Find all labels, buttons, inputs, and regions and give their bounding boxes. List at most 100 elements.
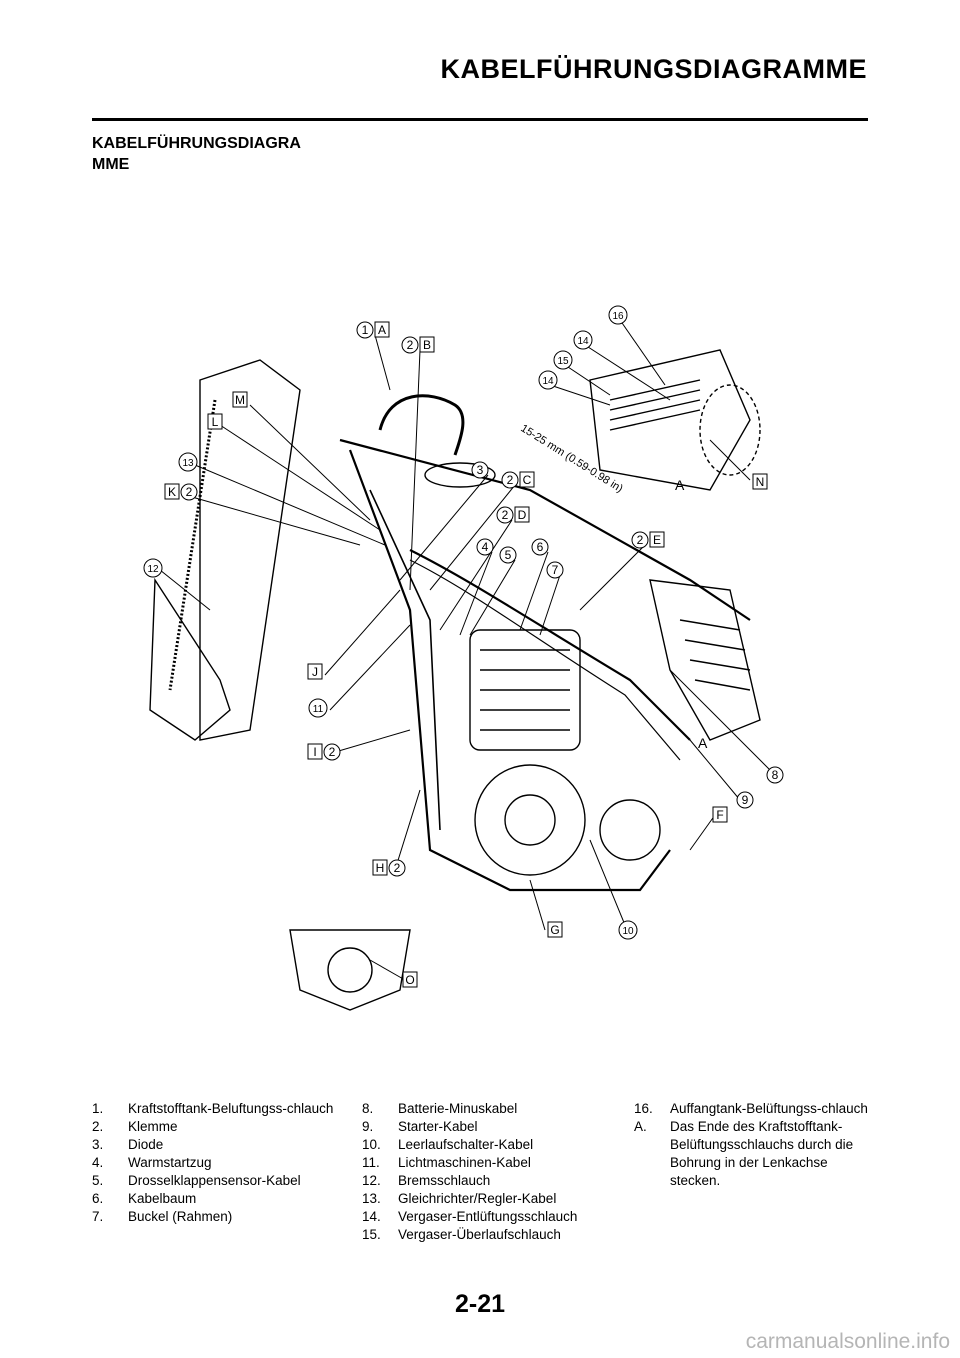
- callout-number-circle: [323, 743, 341, 761]
- legend-item: 12.Bremsschlauch: [362, 1172, 612, 1190]
- callout-marker: L: [207, 413, 223, 430]
- callout-number-circle: [501, 471, 519, 489]
- legend-item-number: 10.: [362, 1137, 381, 1152]
- header-title: KABELFÜHRUNGSDIAGRAMME: [440, 54, 867, 84]
- callout-number: 2: [186, 485, 193, 499]
- callout-letter-box: [712, 806, 728, 823]
- callout-letter-box: [232, 391, 248, 408]
- callout-marker: 5: [499, 546, 517, 564]
- callout-marker: 14: [538, 370, 558, 390]
- callout-letter: G: [550, 923, 559, 937]
- callout-marker: 6: [531, 538, 549, 556]
- detail-marker-letter: A: [675, 477, 685, 493]
- callout-number: 14: [577, 336, 589, 347]
- callout-number: 7: [552, 563, 559, 577]
- vent-hose: [378, 394, 465, 456]
- legend-item: 2.Klemme: [92, 1118, 342, 1136]
- callout-number-circle: [180, 483, 198, 501]
- boot: [424, 462, 496, 488]
- callout-letter-box: [514, 506, 530, 523]
- callout-letter-box: [207, 413, 223, 430]
- callout-letter-box: [649, 531, 665, 548]
- callout-letter: K: [168, 485, 176, 499]
- callout-number-circle: [388, 859, 406, 877]
- callout-letter-box: [372, 859, 388, 876]
- legend-item-text: Warmstartzug: [128, 1155, 212, 1170]
- cylinder-fins: [480, 649, 570, 731]
- page-number: 2-21: [454, 1290, 506, 1318]
- legend-item: 7.Buckel (Rahmen): [92, 1208, 342, 1226]
- legend-item: 11.Lichtmaschinen-Kabel: [362, 1154, 612, 1172]
- legend-item: 5. Drosselklappensensor-Kabel: [92, 1172, 342, 1190]
- callout-number: 4: [482, 540, 489, 554]
- legend-item: 9. Starter-Kabel: [362, 1118, 612, 1136]
- callout-number-circle: [546, 561, 564, 579]
- callout-letter-box: [519, 471, 535, 488]
- legend-item-text: Starter-Kabel: [398, 1119, 478, 1134]
- legend-item: A. Das Ende des Kraftstofftank-Belüftungs…: [634, 1118, 870, 1190]
- callout-number: 10: [622, 926, 634, 937]
- legend-item-number: 15.: [362, 1227, 381, 1242]
- callout-number: 16: [612, 311, 624, 322]
- callout-number: 6: [537, 540, 544, 554]
- legend-item-text: Klemme: [128, 1119, 178, 1134]
- callout-number: 9: [742, 793, 749, 807]
- legend-item: 8.Batterie-Minuskabel: [362, 1100, 612, 1118]
- callout-letter-box: [164, 483, 180, 500]
- callout-marker: 16: [608, 305, 628, 325]
- harness: [409, 549, 691, 741]
- callout-number-circle: [766, 766, 784, 784]
- legend-item: 6.Kabelbaum: [92, 1190, 342, 1208]
- callout-number: 2: [407, 338, 414, 352]
- legend-item-text: Drosselklappensensor-Kabel: [128, 1173, 301, 1188]
- legend-item-text: Leerlaufschalter-Kabel: [398, 1137, 534, 1152]
- airbox: [649, 579, 761, 741]
- legend-item-number: A.: [634, 1119, 647, 1134]
- legend-item: 4.Warmstartzug: [92, 1154, 342, 1172]
- callout-letter: D: [518, 508, 527, 522]
- legend-item: 16.Auffangtank-Belüftungss-chlauch: [634, 1100, 870, 1118]
- callout-number: 2: [394, 861, 401, 875]
- callout-letter-box: [547, 921, 563, 938]
- legend-item: 14.Vergaser-Entlüftungsschlauch: [362, 1208, 612, 1226]
- headlight: [289, 929, 411, 1011]
- callout-letter: C: [523, 473, 532, 487]
- callout-number-circle: [308, 698, 328, 718]
- legend-item-text: Das Ende des Kraftstofftank-Belüftungssc…: [670, 1119, 854, 1188]
- callout-letter-box: [419, 336, 435, 353]
- callout-marker: 10: [618, 920, 638, 940]
- legend-item: 1.Kraftstofftank-Beluftungss-chlauch: [92, 1100, 342, 1118]
- callout-number-circle: [631, 531, 649, 549]
- legend-item-number: 11.: [362, 1155, 380, 1170]
- callout-marker: G: [547, 921, 563, 938]
- frame-down: [348, 449, 671, 892]
- legend-item-number: 1.: [92, 1101, 104, 1116]
- callout-marker: 3: [471, 461, 489, 479]
- carb-hoses: [609, 379, 701, 431]
- legend-item-number: 6.: [92, 1191, 104, 1206]
- legend-item-number: 9.: [362, 1119, 374, 1134]
- watermark: carmanualsonline.info: [745, 1330, 950, 1353]
- callout-marker: O: [402, 971, 418, 988]
- callout-number-circle: [476, 538, 494, 556]
- callout-number: 1: [362, 323, 369, 337]
- callout-marker: 4: [476, 538, 494, 556]
- callout-letter: J: [312, 665, 318, 679]
- callout-number-circle: [178, 452, 198, 472]
- legend-item-number: 5.: [92, 1173, 104, 1188]
- callout-letter: L: [212, 415, 219, 429]
- callout-marker: N: [752, 473, 768, 490]
- callout-number: 2: [329, 745, 336, 759]
- legend-item-number: 7.: [92, 1209, 104, 1224]
- fork-tube: [199, 359, 301, 741]
- callout-number-circle: [538, 370, 558, 390]
- legend-item-text: Vergaser-Überlaufschlauch: [398, 1227, 561, 1242]
- legend-item-number: 14.: [362, 1209, 381, 1224]
